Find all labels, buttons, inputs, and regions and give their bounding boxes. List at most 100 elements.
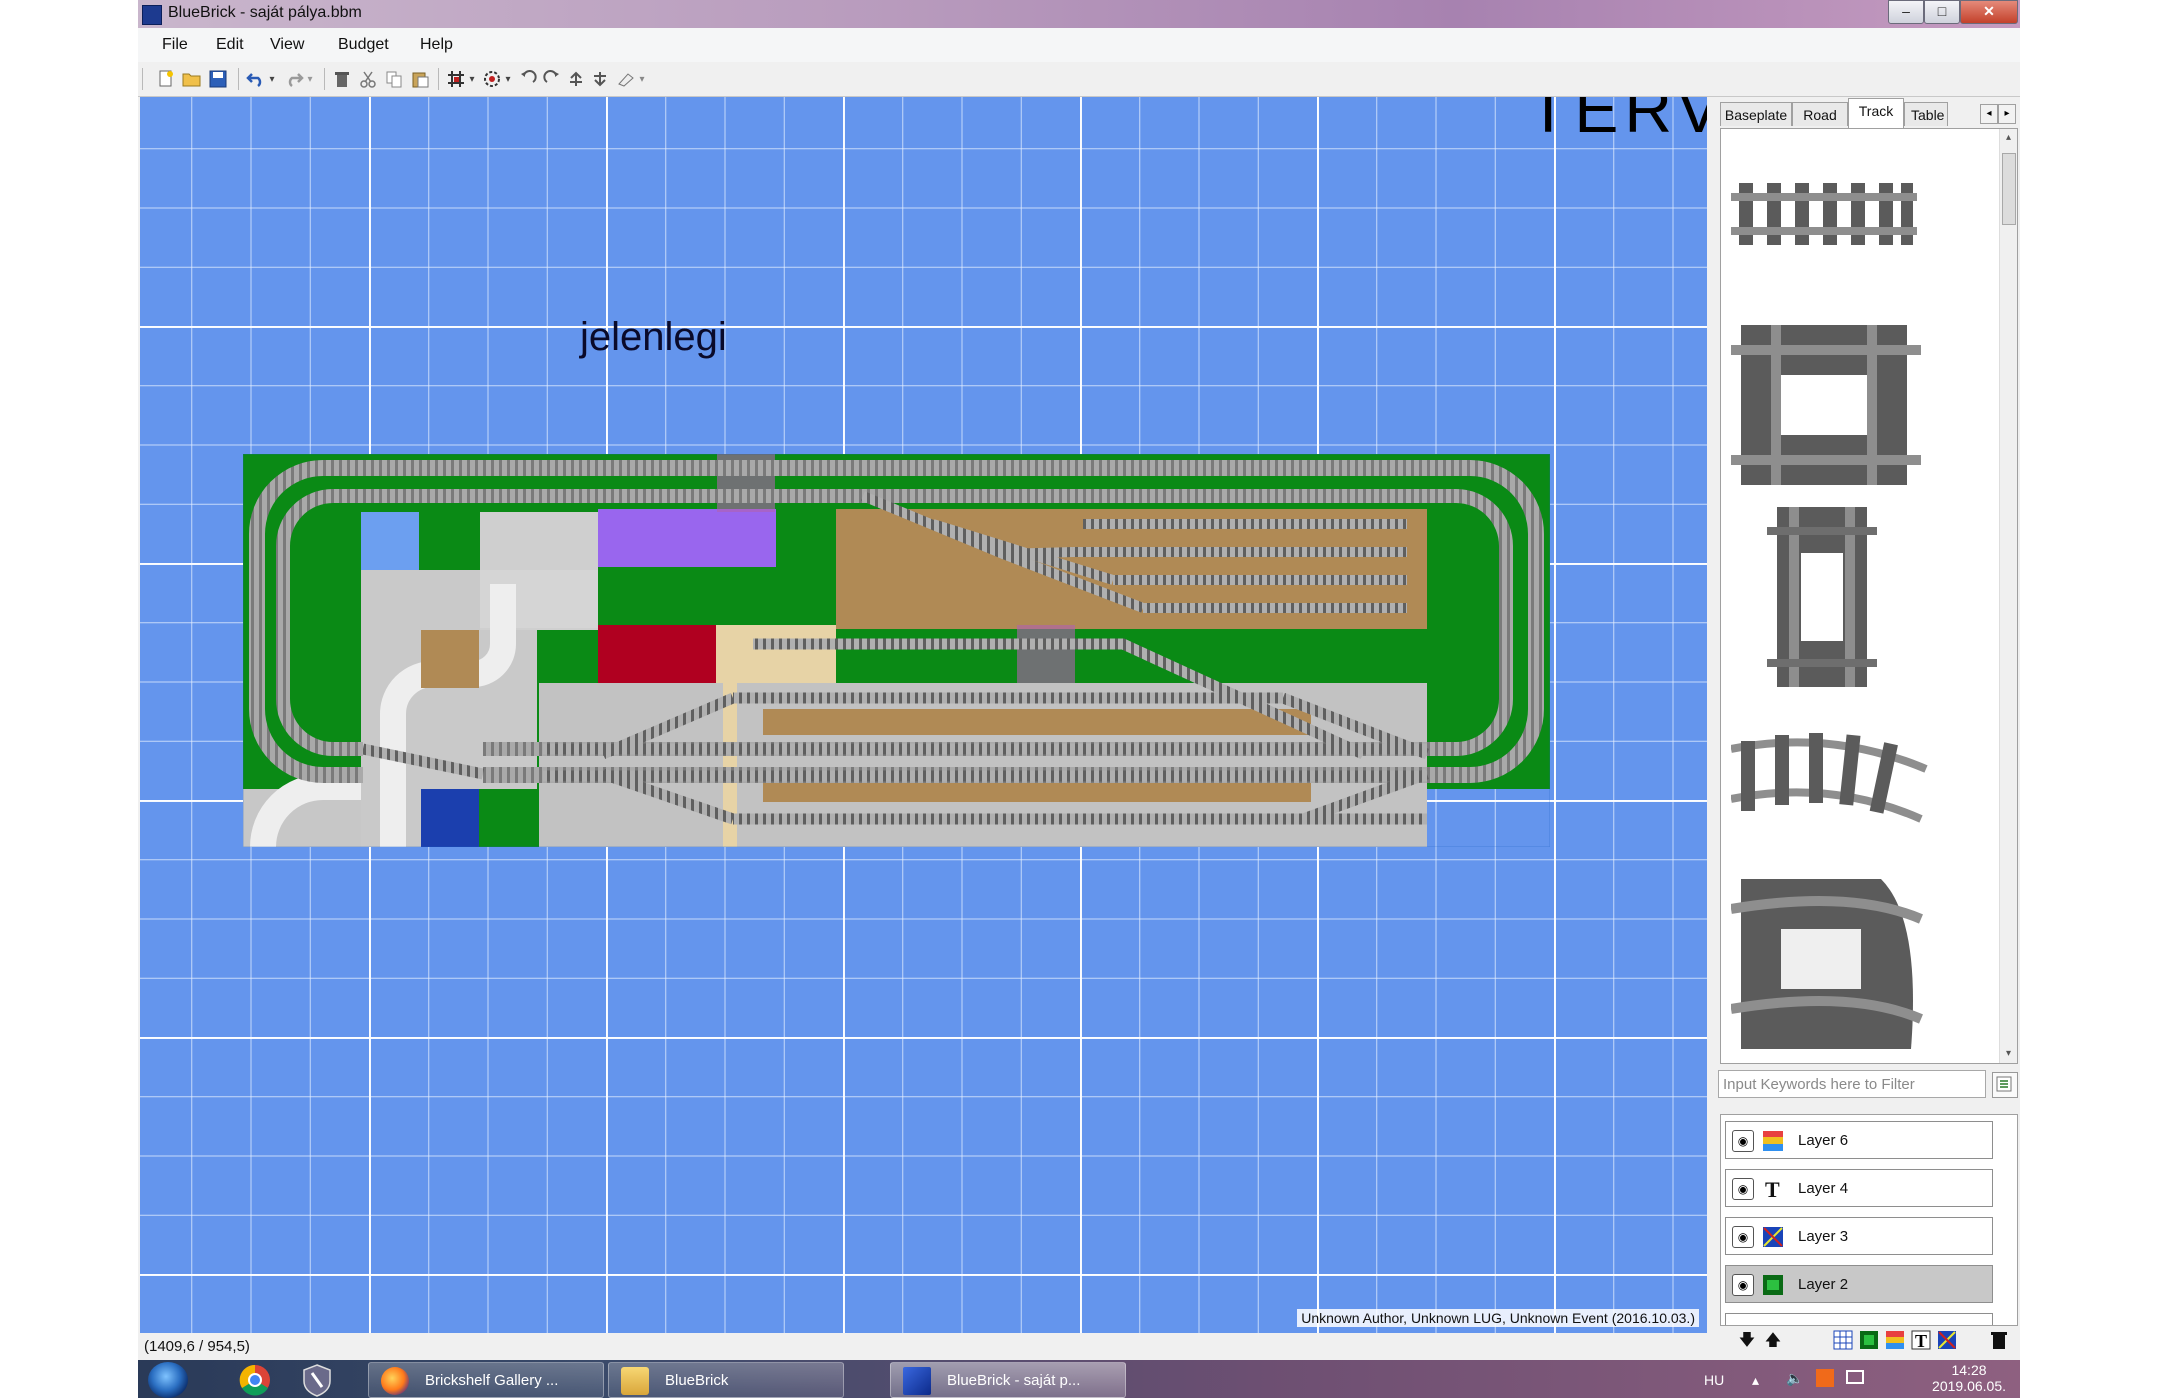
undo-icon[interactable] (246, 69, 266, 89)
road-curve-2[interactable] (250, 774, 361, 847)
layer-item-4[interactable]: ◉ T Layer 4 (1725, 1169, 1993, 1207)
corner-text-label[interactable]: TERV (1528, 97, 1707, 146)
blue-plate-2[interactable] (421, 789, 479, 847)
short-straight-track-icon[interactable] (1767, 507, 1877, 692)
show-hidden-icons-icon[interactable]: ▴ (1752, 1372, 1760, 1388)
start-button[interactable] (148, 1362, 188, 1398)
station-tracks[interactable] (361, 638, 1429, 825)
paint-icon[interactable] (616, 69, 636, 89)
paste-icon[interactable] (410, 69, 430, 89)
rotate-right-icon[interactable] (542, 69, 562, 89)
scroll-thumb[interactable] (2002, 153, 2016, 225)
bring-to-front-icon[interactable] (590, 69, 610, 89)
close-button[interactable]: ✕ (1960, 0, 2018, 24)
network-icon[interactable] (1846, 1370, 1864, 1384)
scroll-down-icon[interactable]: ▾ (2005, 1048, 2012, 1059)
rotate-left-icon[interactable] (518, 69, 538, 89)
menu-help[interactable]: Help (420, 36, 453, 53)
curved-track-icon[interactable] (1730, 719, 1931, 844)
layer-item-partial[interactable] (1725, 1313, 1993, 1325)
text-layer-icon: T (1765, 1178, 1780, 1200)
snap-grid-dropdown-icon[interactable]: ▾ (469, 73, 475, 85)
redo-icon[interactable] (284, 69, 304, 89)
add-ruler-layer-icon[interactable] (1936, 1330, 1958, 1352)
maximize-button[interactable]: □ (1924, 0, 1960, 24)
tab-scroll-left-icon[interactable]: ◂ (1980, 104, 1998, 124)
eye-icon[interactable]: ◉ (1732, 1130, 1754, 1152)
platform-stripe[interactable] (723, 683, 737, 847)
svg-text:T: T (1765, 1178, 1780, 1200)
clock[interactable]: 14:28 2019.06.05. (1932, 1362, 2006, 1394)
antivirus-icon[interactable] (1816, 1369, 1834, 1387)
yard-tracks[interactable] (861, 491, 1407, 613)
catalog-scrollbar[interactable]: ▴ ▾ (1999, 129, 2017, 1063)
eye-icon[interactable]: ◉ (1732, 1178, 1754, 1200)
title-bar[interactable]: BlueBrick - saját pálya.bbm – □ ✕ (138, 0, 2020, 28)
layer-item-6[interactable]: ◉ Layer 6 (1725, 1121, 1993, 1159)
add-text-layer-icon[interactable]: T (1910, 1330, 1932, 1352)
toolbar-grip (142, 68, 143, 90)
undo-dropdown-icon[interactable]: ▾ (269, 73, 275, 85)
delete-icon[interactable] (332, 69, 352, 89)
move-layer-down-icon[interactable]: 🡇 (1738, 1332, 1756, 1349)
eye-icon[interactable]: ◉ (1732, 1226, 1754, 1248)
magenta-tint-2[interactable] (1017, 625, 1075, 683)
tab-road[interactable]: Road (1792, 102, 1848, 126)
menu-budget[interactable]: Budget (338, 36, 389, 53)
filter-button[interactable] (1992, 1072, 2018, 1098)
taskbar-task-bluebrick[interactable]: BlueBrick - saját p... (890, 1362, 1126, 1398)
map-canvas[interactable]: TERV jelenlegi (140, 97, 1707, 1333)
baseplate-blue-1[interactable] (361, 512, 419, 570)
tab-baseplate[interactable]: Baseplate (1720, 102, 1792, 126)
platform-left[interactable] (716, 625, 836, 683)
wide-curved-track-icon[interactable] (1730, 879, 1931, 1054)
green-plate-road[interactable] (479, 789, 539, 847)
straight-track-icon[interactable] (1731, 169, 1921, 264)
save-icon[interactable] (208, 69, 228, 89)
snap-rotation-dropdown-icon[interactable]: ▾ (505, 73, 511, 85)
menu-edit[interactable]: Edit (216, 36, 244, 53)
platform-1[interactable] (763, 709, 1311, 735)
add-brick-layer-icon[interactable] (1858, 1330, 1880, 1352)
double-crossing-track-icon[interactable] (1731, 325, 1921, 490)
svg-text:T: T (1915, 1331, 1927, 1350)
add-area-layer-icon[interactable] (1884, 1330, 1906, 1352)
minimize-button[interactable]: – (1888, 0, 1924, 24)
paint-dropdown-icon[interactable]: ▾ (639, 73, 645, 85)
move-layer-up-icon[interactable]: 🡅 (1764, 1332, 1782, 1349)
outer-track-loop[interactable] (249, 460, 1544, 783)
snap-grid-icon[interactable] (446, 69, 466, 89)
scroll-up-icon[interactable]: ▴ (2005, 132, 2012, 143)
tab-scroll-right-icon[interactable]: ▸ (1998, 104, 2016, 124)
tab-track[interactable]: Track (1848, 98, 1904, 128)
taskbar-task-folder[interactable]: BlueBrick (608, 1362, 844, 1398)
filter-input[interactable]: Input Keywords here to Filter (1718, 1070, 1986, 1098)
layer-item-2[interactable]: ◉ Layer 2 (1725, 1265, 1993, 1303)
add-grid-layer-icon[interactable] (1832, 1330, 1854, 1352)
taskbar-task-browser[interactable]: Brickshelf Gallery ... (368, 1362, 604, 1398)
purple-building-1[interactable] (598, 509, 776, 567)
menu-view[interactable]: View (270, 36, 305, 53)
language-indicator[interactable]: HU (1704, 1372, 1725, 1388)
snap-rotation-icon[interactable] (482, 69, 502, 89)
eye-icon[interactable]: ◉ (1732, 1274, 1754, 1296)
layout-map[interactable] (243, 454, 1550, 847)
copy-icon[interactable] (384, 69, 404, 89)
delete-layer-icon[interactable] (1988, 1330, 2010, 1352)
open-icon[interactable] (182, 69, 202, 89)
part-catalog: ▴ ▾ (1720, 128, 2018, 1064)
send-to-back-icon[interactable] (566, 69, 586, 89)
volume-icon[interactable]: 🔈 (1786, 1370, 1804, 1386)
chrome-icon[interactable] (228, 1363, 282, 1397)
map-text-label[interactable]: jelenlegi (580, 315, 727, 359)
shield-icon[interactable] (290, 1363, 344, 1397)
sand-plate[interactable] (421, 630, 479, 688)
layer-item-3[interactable]: ◉ Layer 3 (1725, 1217, 1993, 1255)
redo-dropdown-icon[interactable]: ▾ (307, 73, 313, 85)
inner-track-loop[interactable] (276, 489, 1513, 756)
tab-table[interactable]: Table (1904, 102, 1948, 126)
red-building-1[interactable] (598, 625, 716, 683)
menu-file[interactable]: File (162, 36, 188, 53)
cut-icon[interactable] (358, 69, 378, 89)
new-icon[interactable] (156, 69, 176, 89)
